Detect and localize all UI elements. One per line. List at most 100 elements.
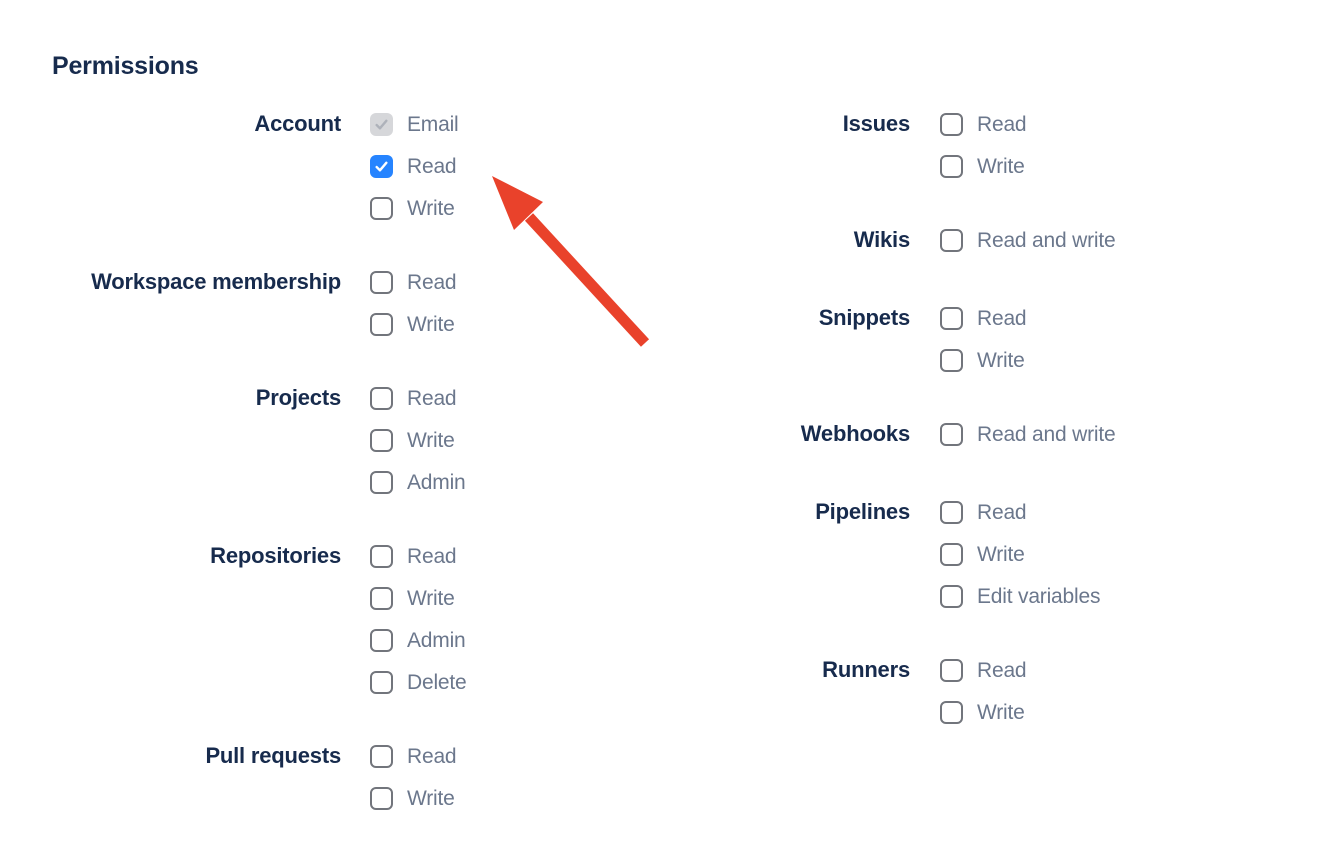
checkbox-label-issues-read[interactable]: Read — [977, 113, 1027, 136]
page-title: Permissions — [52, 52, 199, 80]
checkbox-label-runners-write[interactable]: Write — [977, 701, 1025, 724]
checkbox-label-projects-write[interactable]: Write — [407, 429, 455, 452]
checkbox-label-repositories-write[interactable]: Write — [407, 587, 455, 610]
repositories-write-checkbox[interactable] — [370, 587, 393, 610]
snippets-read-checkbox[interactable] — [940, 307, 963, 330]
checkbox-label-runners-read[interactable]: Read — [977, 659, 1027, 682]
issues-read-checkbox[interactable] — [940, 113, 963, 136]
group-items-wikis: Read and write — [940, 229, 1175, 256]
projects-admin-checkbox[interactable] — [370, 471, 393, 494]
checkbox-row-projects-write: Write — [370, 429, 660, 452]
projects-write-checkbox[interactable] — [370, 429, 393, 452]
checkbox-row-projects-read: Read — [370, 387, 660, 410]
checkbox-label-issues-write[interactable]: Write — [977, 155, 1025, 178]
pipelines-write-checkbox[interactable] — [940, 543, 963, 566]
account-read-checkbox[interactable] — [370, 155, 393, 178]
checkbox-label-account-write[interactable]: Write — [407, 197, 455, 220]
pull-requests-read-checkbox[interactable] — [370, 745, 393, 768]
pull-requests-write-checkbox[interactable] — [370, 787, 393, 810]
account-email-checkbox — [370, 113, 393, 136]
checkbox-row-account-read: Read — [370, 155, 660, 178]
checkbox-label-workspace-membership-read[interactable]: Read — [407, 271, 457, 294]
checkbox-label-repositories-read[interactable]: Read — [407, 545, 457, 568]
checkbox-row-issues-read: Read — [940, 113, 1175, 136]
checkbox-row-pull-requests-write: Write — [370, 787, 660, 810]
repositories-delete-checkbox[interactable] — [370, 671, 393, 694]
checkbox-label-account-read[interactable]: Read — [407, 155, 457, 178]
checkbox-label-pipelines-edit-variables[interactable]: Edit variables — [977, 585, 1101, 608]
checkbox-label-snippets-write[interactable]: Write — [977, 349, 1025, 372]
check-icon — [375, 161, 388, 172]
checkbox-row-issues-write: Write — [940, 155, 1175, 178]
group-label-snippets: Snippets — [818, 305, 911, 330]
checkbox-label-repositories-admin[interactable]: Admin — [407, 629, 466, 652]
group-label-repositories: Repositories — [210, 543, 341, 568]
checkbox-label-pipelines-read[interactable]: Read — [977, 501, 1027, 524]
checkbox-row-repositories-read: Read — [370, 545, 660, 568]
checkbox-row-pull-requests-read: Read — [370, 745, 660, 768]
runners-write-checkbox[interactable] — [940, 701, 963, 724]
checkbox-row-repositories-delete: Delete — [370, 671, 660, 694]
projects-read-checkbox[interactable] — [370, 387, 393, 410]
checkbox-label-pipelines-write[interactable]: Write — [977, 543, 1025, 566]
group-label-wikis: Wikis — [853, 227, 910, 252]
group-label-pull-requests: Pull requests — [205, 743, 341, 768]
checkbox-row-workspace-membership-write: Write — [370, 313, 660, 336]
checkbox-row-account-write: Write — [370, 197, 660, 220]
checkbox-row-wikis-read-and-write: Read and write — [940, 229, 1175, 252]
checkbox-label-pull-requests-read[interactable]: Read — [407, 745, 457, 768]
runners-read-checkbox[interactable] — [940, 659, 963, 682]
checkbox-label-webhooks-read-and-write[interactable]: Read and write — [977, 423, 1116, 446]
wikis-read-and-write-checkbox[interactable] — [940, 229, 963, 252]
checkbox-row-runners-read: Read — [940, 659, 1175, 682]
permission-group-webhooks: Webhooks Read and write — [660, 421, 1175, 450]
checkbox-row-projects-admin: Admin — [370, 471, 660, 494]
pipelines-edit-variables-checkbox[interactable] — [940, 585, 963, 608]
workspace-membership-read-checkbox[interactable] — [370, 271, 393, 294]
webhooks-read-and-write-checkbox[interactable] — [940, 423, 963, 446]
checkbox-label-repositories-delete[interactable]: Delete — [407, 671, 467, 694]
repositories-read-checkbox[interactable] — [370, 545, 393, 568]
group-label-pipelines: Pipelines — [815, 499, 910, 524]
pipelines-read-checkbox[interactable] — [940, 501, 963, 524]
checkbox-row-account-email: Email — [370, 113, 660, 136]
workspace-membership-write-checkbox[interactable] — [370, 313, 393, 336]
checkbox-row-runners-write: Write — [940, 701, 1175, 724]
issues-write-checkbox[interactable] — [940, 155, 963, 178]
repositories-admin-checkbox[interactable] — [370, 629, 393, 652]
checkbox-label-pull-requests-write[interactable]: Write — [407, 787, 455, 810]
snippets-write-checkbox[interactable] — [940, 349, 963, 372]
checkbox-label-projects-admin[interactable]: Admin — [407, 471, 466, 494]
account-write-checkbox[interactable] — [370, 197, 393, 220]
group-items-webhooks: Read and write — [940, 423, 1175, 450]
checkbox-label-account-email: Email — [407, 113, 459, 136]
checkbox-label-projects-read[interactable]: Read — [407, 387, 457, 410]
checkbox-row-pipelines-read: Read — [940, 501, 1175, 524]
checkbox-row-pipelines-write: Write — [940, 543, 1175, 566]
checkbox-row-repositories-admin: Admin — [370, 629, 660, 652]
checkbox-label-snippets-read[interactable]: Read — [977, 307, 1027, 330]
checkbox-label-wikis-read-and-write[interactable]: Read and write — [977, 229, 1116, 252]
group-label-webhooks: Webhooks — [800, 421, 910, 446]
checkbox-label-workspace-membership-write[interactable]: Write — [407, 313, 455, 336]
checkbox-row-repositories-write: Write — [370, 587, 660, 610]
